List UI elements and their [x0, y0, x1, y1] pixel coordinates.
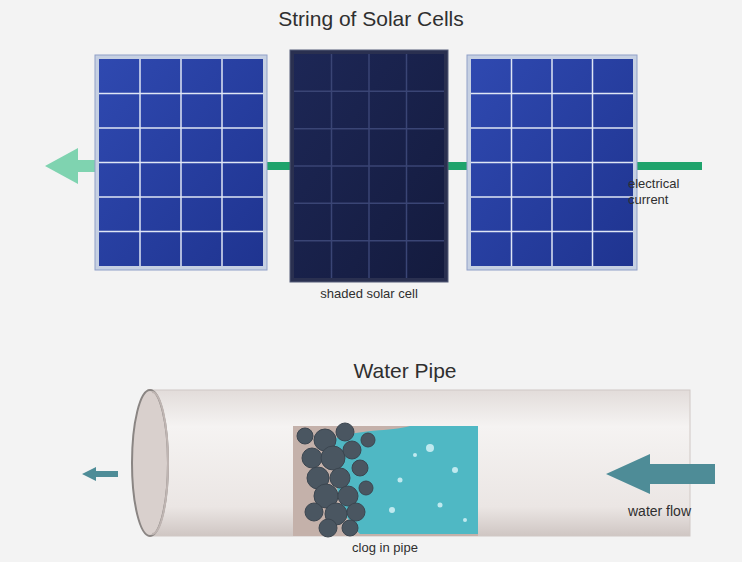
section-title: Water Pipe [353, 358, 456, 383]
cell-gridline [99, 162, 263, 164]
bubble [426, 444, 434, 452]
cell-gridline [471, 196, 633, 198]
cell-gridline [471, 162, 633, 164]
cell-gridline [294, 240, 444, 242]
cell-gridline [294, 165, 444, 167]
clog-stone [343, 441, 361, 459]
clog-stone [297, 428, 313, 444]
flow-arrow [606, 454, 715, 494]
section-title: String of Solar Cells [278, 6, 464, 31]
bubble [438, 503, 443, 508]
panel-cells [294, 54, 444, 278]
current-arrow [45, 148, 100, 184]
bubble [413, 453, 417, 457]
wire-label: electrical current [628, 176, 706, 207]
solar-panel [290, 50, 448, 282]
pipe-inner-edge [152, 392, 168, 534]
bubble [389, 507, 395, 513]
cell-gridline [294, 203, 444, 205]
solar-panel [95, 55, 267, 270]
cell-gridline [471, 93, 633, 95]
cell-gridline [99, 231, 263, 233]
clog-stone [330, 468, 350, 488]
panel-cells [99, 59, 263, 266]
clog-stone [336, 423, 354, 441]
clog-stone [347, 503, 365, 521]
cell-gridline [471, 127, 633, 129]
cell-gridline [294, 128, 444, 130]
bubble [463, 518, 467, 522]
clog-stone [302, 448, 322, 468]
panel-cells [471, 59, 633, 266]
pipe-body [148, 390, 690, 536]
cell-gridline [471, 231, 633, 233]
clog-stone [342, 520, 358, 536]
clog-stone [352, 460, 368, 476]
cell-gridline [99, 196, 263, 198]
clog [297, 423, 375, 537]
bubble [452, 467, 458, 473]
clog-stone [361, 433, 375, 447]
cell-gridline [294, 91, 444, 93]
solar-panel [467, 55, 637, 270]
panel-label: shaded solar cell [320, 286, 418, 302]
pipe-cutaway [293, 426, 478, 536]
water [330, 426, 478, 534]
clog-stone [319, 519, 337, 537]
cell-gridline [99, 93, 263, 95]
cell-gridline [99, 127, 263, 129]
pipe-opening [132, 390, 168, 536]
wire [632, 162, 702, 170]
clog-stone [305, 503, 323, 521]
clog-label: clog in pipe [352, 540, 418, 556]
clog-stone [321, 446, 345, 470]
flow-label: water flow [628, 503, 691, 520]
outflow-arrow [82, 467, 118, 481]
clog-stone [359, 481, 373, 495]
bubbles [389, 444, 467, 522]
bubble [398, 478, 403, 483]
